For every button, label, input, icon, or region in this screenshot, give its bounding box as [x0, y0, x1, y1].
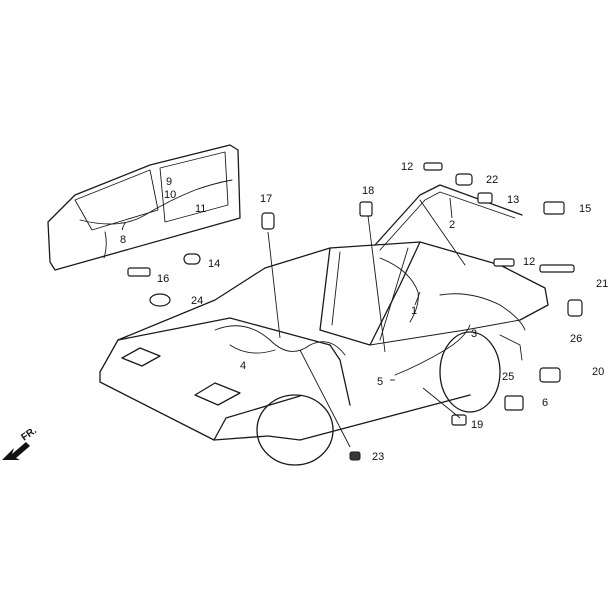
callout-24: 24 — [191, 295, 203, 307]
callout-17: 17 — [260, 193, 272, 205]
front-indicator: FR. — [2, 425, 39, 460]
callout-6: 6 — [542, 397, 548, 409]
front-arrow-icon — [2, 442, 30, 460]
callout-20: 20 — [592, 366, 604, 378]
callout-3: 3 — [471, 328, 477, 340]
callout-12-quarter: 12 — [523, 256, 535, 268]
callout-25: 25 — [502, 371, 514, 383]
callout-19: 19 — [471, 419, 483, 431]
callout-21: 21 — [596, 278, 608, 290]
callout-26: 26 — [570, 333, 582, 345]
door-outline — [47, 144, 241, 271]
callout-7: 7 — [120, 221, 126, 233]
callout-11: 11 — [195, 203, 206, 215]
callout-4: 4 — [240, 360, 246, 372]
callout-13: 13 — [507, 194, 519, 206]
callout-12-tailgate: 12 — [401, 161, 413, 173]
callout-15: 15 — [579, 203, 591, 215]
callout-16: 16 — [157, 273, 169, 285]
callout-8: 8 — [120, 234, 126, 246]
callout-9: 9 — [166, 176, 172, 188]
harness-wiring — [79, 179, 526, 376]
callout-2: 2 — [449, 219, 455, 231]
connector-parts — [127, 162, 583, 461]
leader-lines — [267, 197, 461, 448]
callout-labels: 1 2 3 4 5 6 7 8 9 10 11 12 12 13 14 15 1… — [120, 161, 608, 463]
callout-23: 23 — [372, 451, 384, 463]
callout-18: 18 — [362, 185, 374, 197]
front-label: FR. — [19, 425, 39, 443]
callout-10: 10 — [164, 189, 176, 201]
callout-22: 22 — [486, 174, 498, 186]
callout-14: 14 — [208, 258, 220, 270]
callout-5: 5 — [377, 376, 383, 388]
callout-1: 1 — [411, 305, 417, 317]
